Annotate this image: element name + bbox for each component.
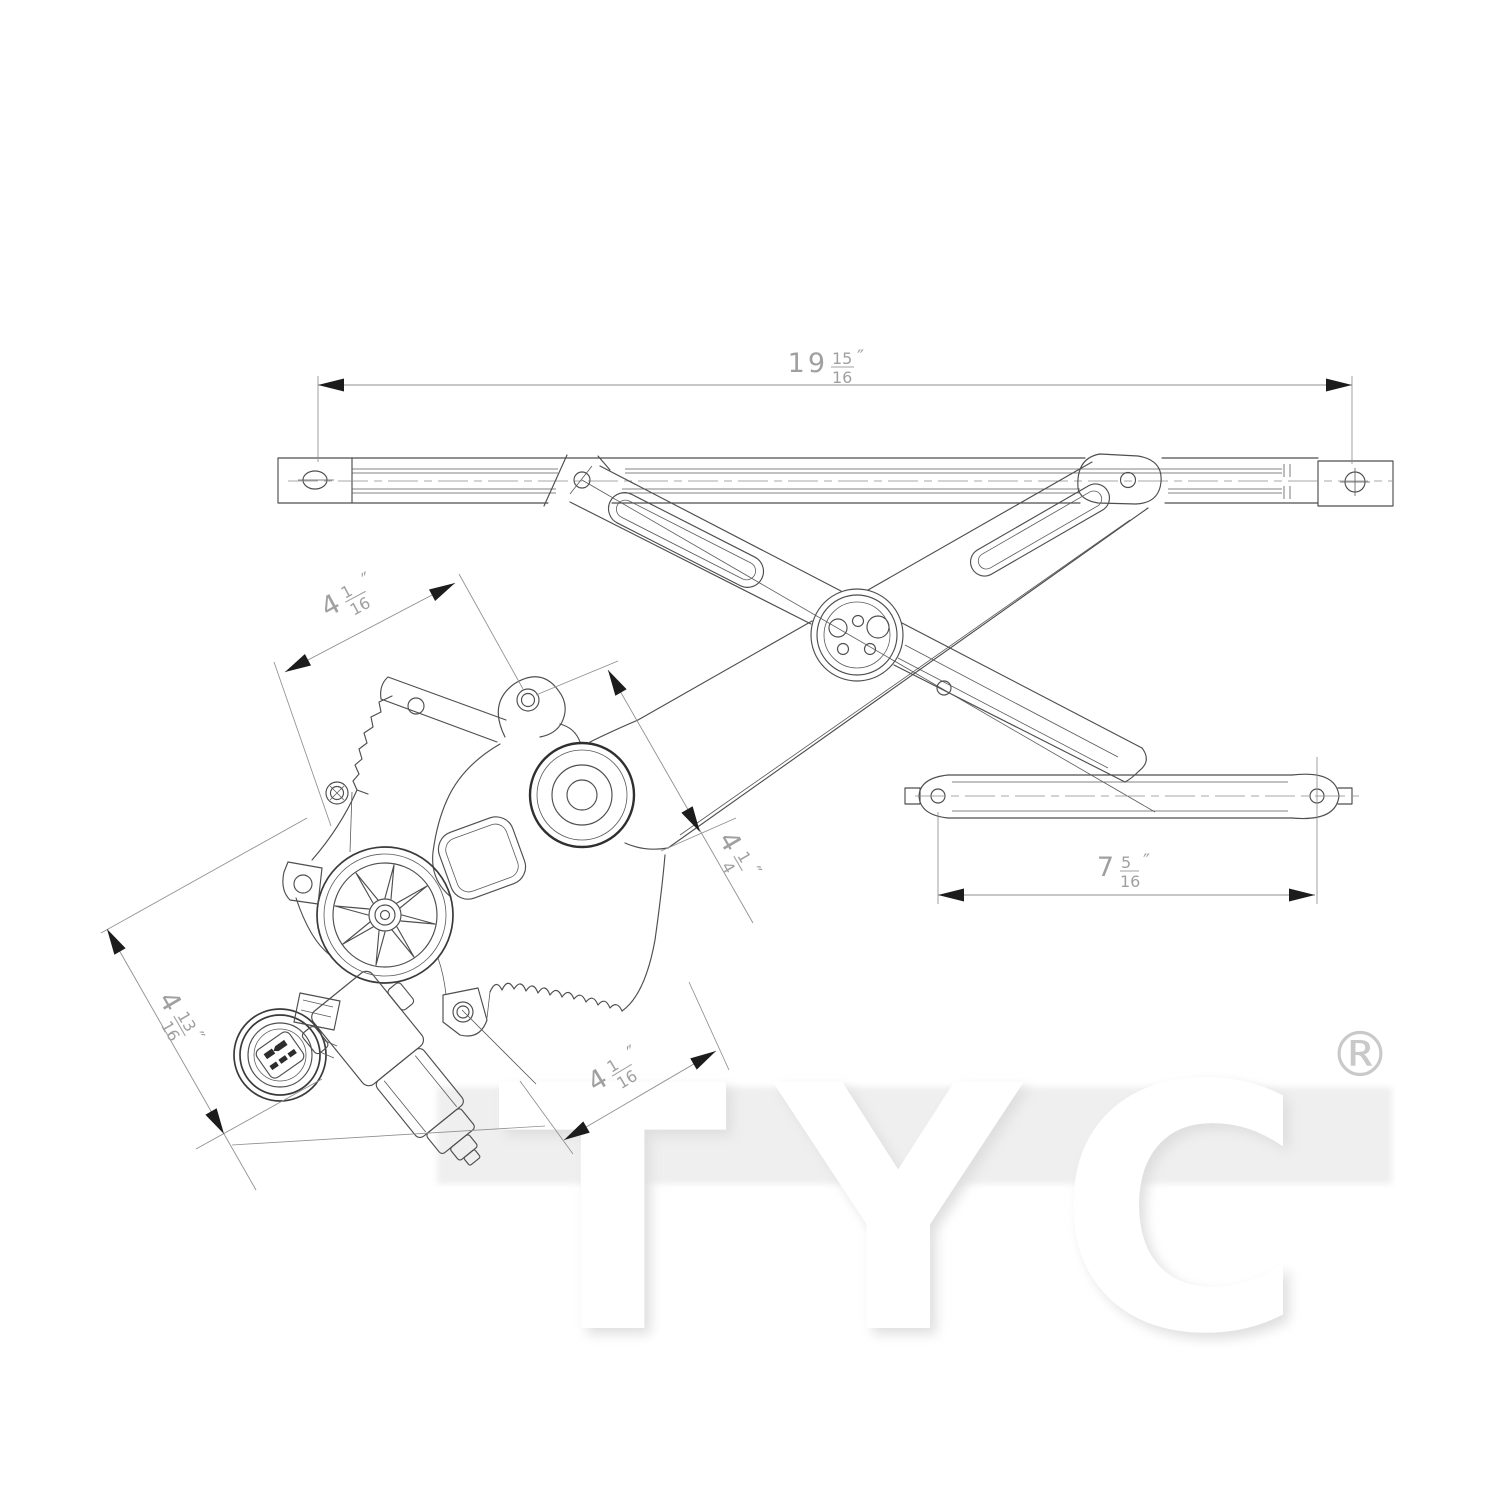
center-pivot-hub xyxy=(810,588,904,682)
cable-drum xyxy=(528,741,636,849)
fan-impeller-icon xyxy=(316,846,454,984)
dimension-lower-bar: 7 5 16 ″ xyxy=(937,757,1318,904)
dim-overall-whole: 19 xyxy=(788,348,828,379)
dim-overall-denominator: 16 xyxy=(832,368,852,387)
dim-center-denominator: 4 xyxy=(718,858,740,876)
dim-lowerbar-numerator: 5 xyxy=(1121,853,1131,872)
dim-overall-numerator: 15 xyxy=(832,349,852,368)
dimension-overall-width: 19 15 16 ″ xyxy=(317,346,1353,464)
screw-upper xyxy=(325,781,349,805)
screw-lower xyxy=(452,1001,474,1023)
dim-overall-unit: ″ xyxy=(857,346,864,368)
dimension-lower-left: 4 13 16 ″ xyxy=(100,817,323,1191)
lift-arm xyxy=(589,453,1162,850)
dim-center-unit: ″ xyxy=(743,863,766,880)
watermark-logo-shadow: TYC xyxy=(503,1020,1358,1414)
watermark-band xyxy=(437,1087,1392,1184)
sector-gear-teeth-upper xyxy=(352,695,393,795)
dim-lowerbar-whole: 7 xyxy=(1097,852,1117,883)
dim-lowerbar-denominator: 16 xyxy=(1120,872,1140,891)
dim-upperleft-unit: ″ xyxy=(358,568,375,591)
equalizer-arm xyxy=(543,454,1156,813)
electrical-connector-icon xyxy=(233,1008,327,1102)
plate-cutout xyxy=(437,816,527,900)
dimension-upper-left-arm: 4 1 16 ″ xyxy=(273,568,524,827)
sector-gear-teeth-lower xyxy=(489,982,623,1012)
tyc-watermark: TYC TYC ® xyxy=(437,1014,1392,1414)
lower-link-bar xyxy=(904,773,1365,820)
motor-body xyxy=(301,970,481,1166)
dim-lowerbar-unit: ″ xyxy=(1143,850,1150,872)
dimension-center-offset: 4 1 4 ″ xyxy=(535,660,766,924)
watermark-logo-text: TYC xyxy=(497,1014,1352,1408)
registered-trademark-icon: ® xyxy=(1329,1018,1391,1091)
upper-guide-rail xyxy=(277,457,1394,507)
regulator-motor-assembly xyxy=(231,676,666,1166)
